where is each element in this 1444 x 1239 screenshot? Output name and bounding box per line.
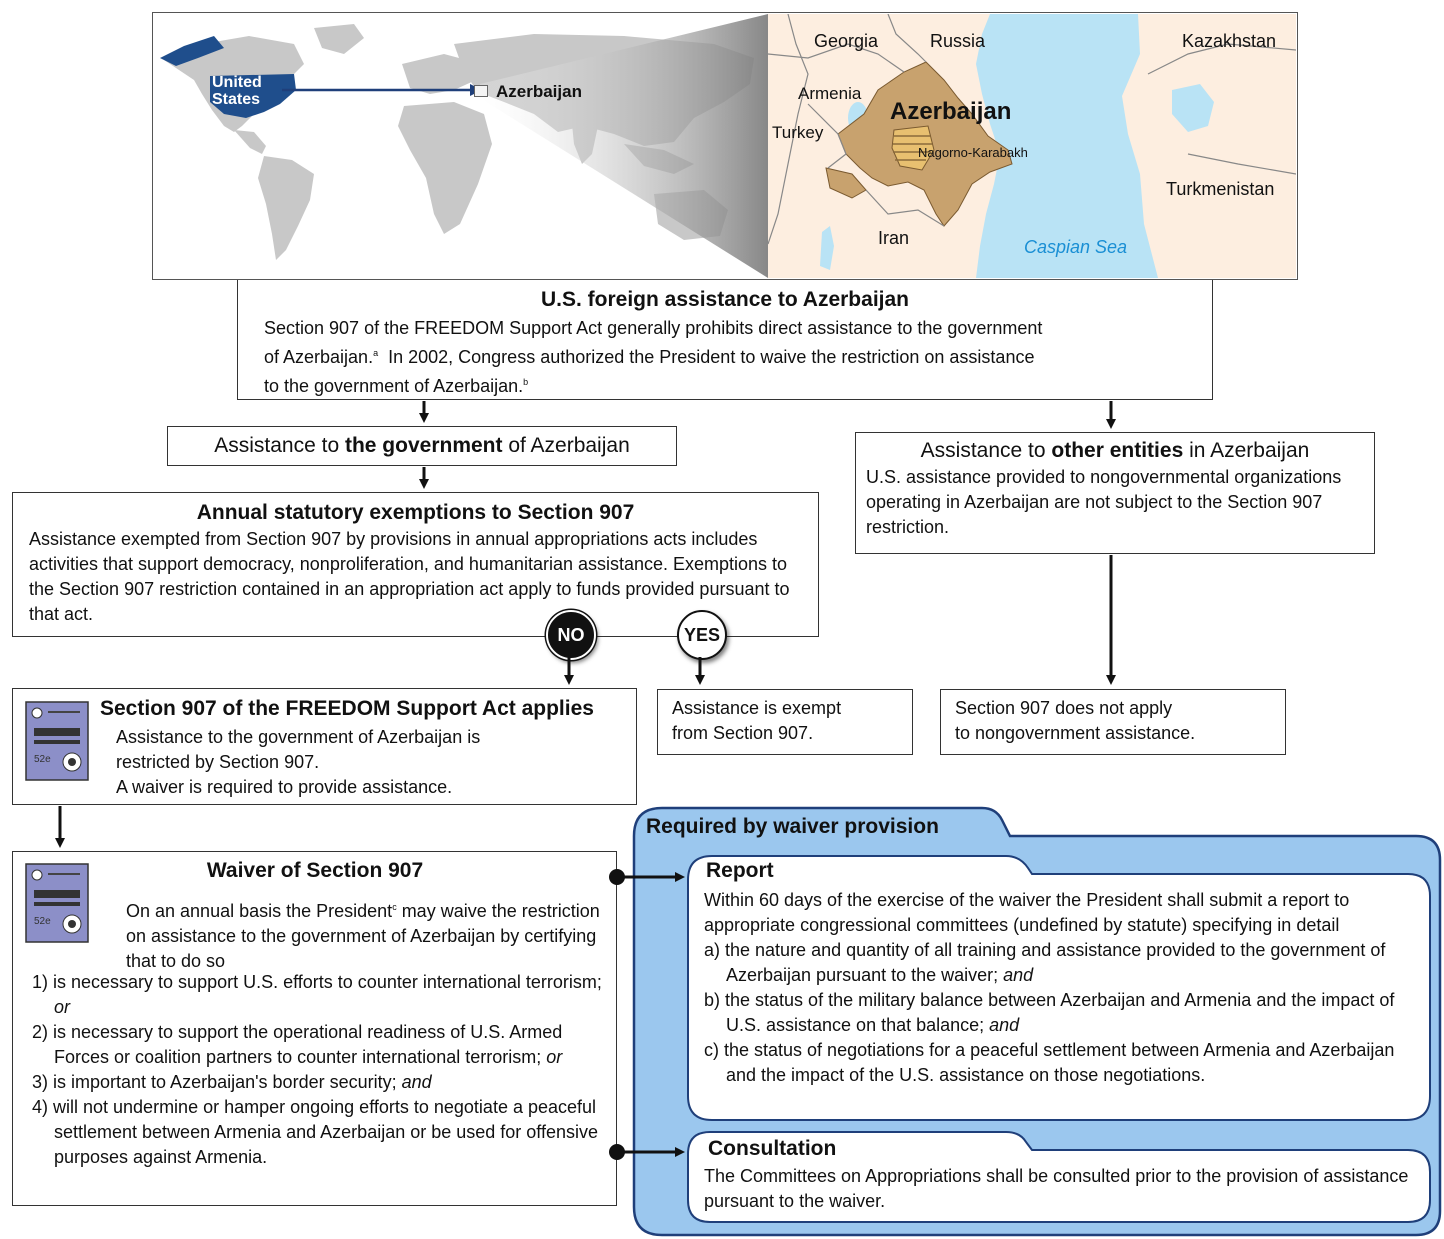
nagorno-karabakh-shape [891, 125, 935, 171]
inset-label-georgia: Georgia [814, 31, 879, 51]
section-907-applies-box [12, 688, 637, 805]
connector-dot-consultation [609, 1144, 625, 1160]
intro-line-2: of Azerbaijan.a In 2002, Congress author… [264, 347, 1035, 367]
inset-label-caspian-sea: Caspian Sea [1024, 237, 1128, 257]
consultation-card-shape [687, 1131, 1431, 1223]
report-card-shape [687, 855, 1431, 1121]
exempt-line-1: Assistance is exempt [672, 698, 842, 718]
yes-circle: YES [677, 610, 727, 660]
inset-label-azerbaijan: Azerbaijan [890, 98, 1012, 125]
consultation-title: Consultation [708, 1137, 837, 1160]
does-not-apply-box: Section 907 does not apply to nongovernm… [940, 689, 1286, 755]
zoom-wedge [480, 14, 768, 278]
gov-assistance-box: Assistance to the government of Azerbaij… [167, 426, 677, 466]
svg-text:52e: 52e [34, 916, 51, 927]
not-apply-line-1: Section 907 does not apply [955, 698, 1173, 718]
connector-dot-report [609, 869, 625, 885]
intro-line-1: Section 907 of the FREEDOM Support Act g… [264, 318, 1043, 338]
inset-label-turkey: Turkey [772, 123, 824, 142]
nakhchivan-shape [825, 167, 867, 199]
south-america-shape [258, 156, 314, 260]
no-circle: NO [546, 610, 596, 660]
report-item-a: a) the nature and quantity of all traini… [704, 940, 1386, 985]
europe-shape [402, 54, 476, 94]
world-label-azerbaijan: Azerbaijan [496, 82, 582, 101]
gulf-shape [1172, 84, 1214, 132]
required-panel-title: Required by waiver provision [646, 815, 939, 838]
report-item-c: c) the status of negotiations for a peac… [704, 1040, 1395, 1085]
certificate-icon-waiver: 52e [25, 863, 89, 943]
waiver-item-1: 1) is necessary to support U.S. efforts … [32, 972, 602, 1017]
waiver-items: 1) is necessary to support U.S. efforts … [32, 970, 608, 1170]
consultation-text: The Committees on Appropriations shall b… [704, 1166, 1409, 1211]
intro-title: U.S. foreign assistance to Azerbaijan [541, 288, 909, 311]
report-item-b: b) the status of the military balance be… [704, 990, 1395, 1035]
report-body: Within 60 days of the exercise of the wa… [704, 888, 1416, 1088]
world-label-us: United States [212, 74, 262, 108]
exemptions-text: Assistance exempted from Section 907 by … [29, 529, 790, 624]
country-borders [768, 14, 1296, 245]
africa-shape [398, 102, 492, 234]
applies-line-3: A waiver is required to provide assistan… [116, 777, 453, 797]
inset-label-armenia: Armenia [798, 84, 862, 103]
not-apply-line-2: to nongovernment assistance. [955, 723, 1196, 743]
svg-text:52e: 52e [34, 754, 51, 765]
lake-urmia-shape [820, 226, 834, 270]
central-america-shape [234, 130, 266, 154]
caspian-sea-shape [976, 14, 1158, 278]
section-907-applies-text: Assistance to the government of Azerbaij… [116, 725, 616, 800]
inset-label-russia: Russia [930, 31, 986, 51]
greenland-shape [314, 24, 364, 54]
inset-label-kazakhstan: Kazakhstan [1182, 31, 1277, 51]
alaska-shape [160, 36, 224, 66]
exemptions-box: Annual statutory exemptions to Section 9… [12, 492, 819, 637]
waiver-box [12, 851, 617, 1206]
regional-map [768, 14, 1296, 278]
applies-line-1: Assistance to the government of Azerbaij… [116, 727, 481, 747]
other-entities-box: Assistance to other entities in Azerbaij… [855, 432, 1375, 554]
waiver-title: Waiver of Section 907 [206, 859, 424, 882]
waiver-item-2: 2) is necessary to support the operation… [32, 1022, 563, 1067]
exemptions-title: Annual statutory exemptions to Section 9… [196, 501, 635, 524]
report-intro: Within 60 days of the exercise of the wa… [704, 890, 1350, 935]
applies-line-2: restricted by Section 907. [116, 752, 320, 772]
exempt-line-2: from Section 907. [672, 723, 814, 743]
inset-label-nagorno-karabakh: Nagorno-Karabakh [918, 145, 1028, 160]
waiver-item-3: 3) is important to Azerbaijan's border s… [32, 1072, 432, 1092]
other-entities-text: U.S. assistance provided to nongovernmen… [866, 467, 1342, 537]
inset-label-turkmenistan: Turkmenistan [1166, 179, 1275, 199]
azerbaijan-marker-box [474, 85, 488, 97]
section-907-applies-title: Section 907 of the FREEDOM Support Act a… [100, 697, 594, 720]
united-states-shape [210, 74, 296, 118]
certificate-icon: 52e [25, 701, 89, 781]
nagorno-karabakh-hatch [893, 135, 932, 161]
intro-text: Section 907 of the FREEDOM Support Act g… [264, 316, 1212, 399]
exempt-box: Assistance is exempt from Section 907. [657, 689, 913, 755]
intro-box: U.S. foreign assistance to Azerbaijan Se… [237, 280, 1213, 400]
other-entities-title: Assistance to other entities in Azerbaij… [920, 439, 1310, 462]
waiver-item-4: 4) will not undermine or hamper ongoing … [32, 1097, 599, 1167]
report-title: Report [706, 859, 774, 882]
intro-line-3: to the government of Azerbaijan.b [264, 376, 529, 396]
inset-label-iran: Iran [878, 228, 910, 248]
waiver-intro: On an annual basis the Presidentc may wa… [126, 901, 600, 971]
